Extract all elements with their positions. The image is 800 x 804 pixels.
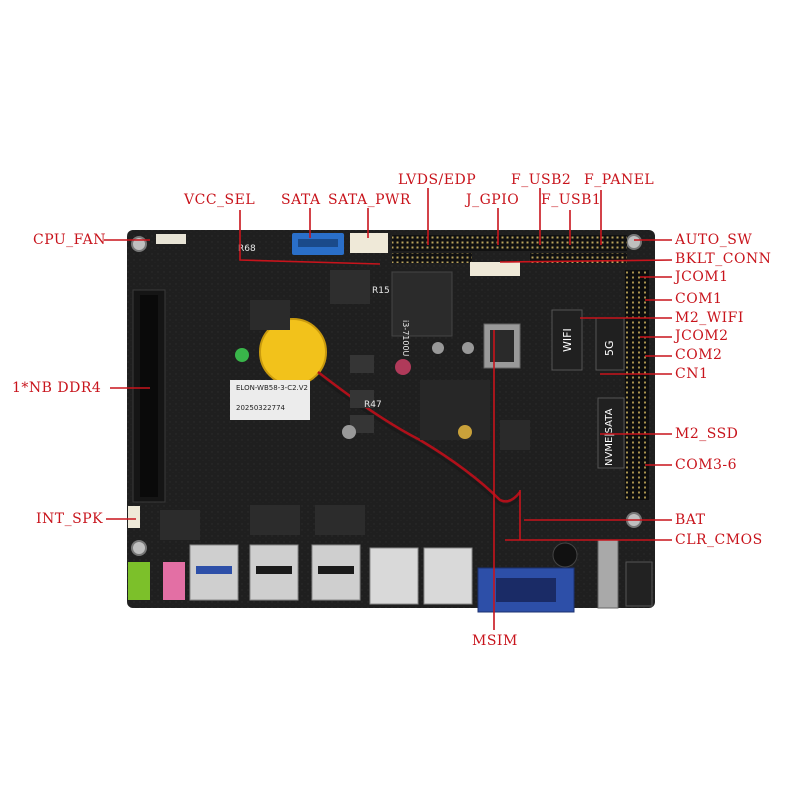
label-nb-ddr4: 1*NB DDR4 [12, 380, 102, 396]
bklt-connector [470, 262, 520, 276]
lan-port [369, 547, 419, 605]
silk-r68: R68 [238, 244, 256, 254]
label-m2-ssd: M2_SSD [675, 426, 739, 442]
label-sata: SATA [281, 192, 321, 208]
cpu-chip [391, 271, 453, 337]
label-cn1: CN1 [675, 366, 709, 382]
label-m2-wifi: M2_WIFI [675, 310, 744, 326]
lvds-header-3 [530, 253, 627, 263]
int-spk-connector [128, 506, 140, 528]
label-msim: MSIM [472, 633, 518, 649]
label-sata-pwr: SATA_PWR [328, 192, 411, 208]
audio-jack-pink [163, 562, 185, 600]
label-f-usb2: F_USB2 [511, 172, 572, 188]
label-cpu-fan: CPU_FAN [33, 232, 107, 248]
com-header-column [625, 270, 649, 500]
label-jcom2: JCOM2 [675, 328, 729, 344]
label-com2: COM2 [675, 347, 723, 363]
silk-r47: R47 [364, 400, 382, 410]
lvds-header-2 [392, 253, 472, 263]
buzzer [552, 542, 578, 568]
label-jcom1: JCOM1 [675, 269, 729, 285]
label-j-gpio: J_GPIO [466, 192, 520, 208]
label-com1: COM1 [675, 291, 723, 307]
sata-power-connector [350, 233, 388, 253]
label-int-spk: INT_SPK [36, 511, 104, 527]
label-f-usb1: F_USB1 [541, 192, 602, 208]
label-bat: BAT [675, 512, 706, 528]
silk-r15: R15 [372, 286, 390, 296]
label-vcc-sel: VCC_SEL [184, 192, 256, 208]
label-f-panel: F_PANEL [584, 172, 655, 188]
label-auto-sw: AUTO_SW [675, 232, 753, 248]
lvds-header [392, 235, 522, 251]
silk-date-code: 20250322774 [236, 404, 285, 412]
m2-ssd-slot [597, 397, 625, 469]
label-clr-cmos: CLR_CMOS [675, 532, 763, 548]
lan-port [423, 547, 473, 605]
dc-jack [625, 561, 653, 607]
mount-hole [131, 540, 147, 556]
m2-5g-slot [595, 317, 625, 371]
label-com3-6: COM3-6 [675, 457, 738, 473]
label-lvds-edp: LVDS/EDP [398, 172, 477, 188]
cpu-fan-connector [156, 234, 186, 244]
label-bklt-conn: BKLT_CONN [675, 251, 772, 267]
m2-wifi-slot [551, 309, 583, 371]
silk-board-code: ELON-WB58-3-C2.V2 [236, 384, 309, 392]
audio-jack-green [128, 562, 150, 600]
